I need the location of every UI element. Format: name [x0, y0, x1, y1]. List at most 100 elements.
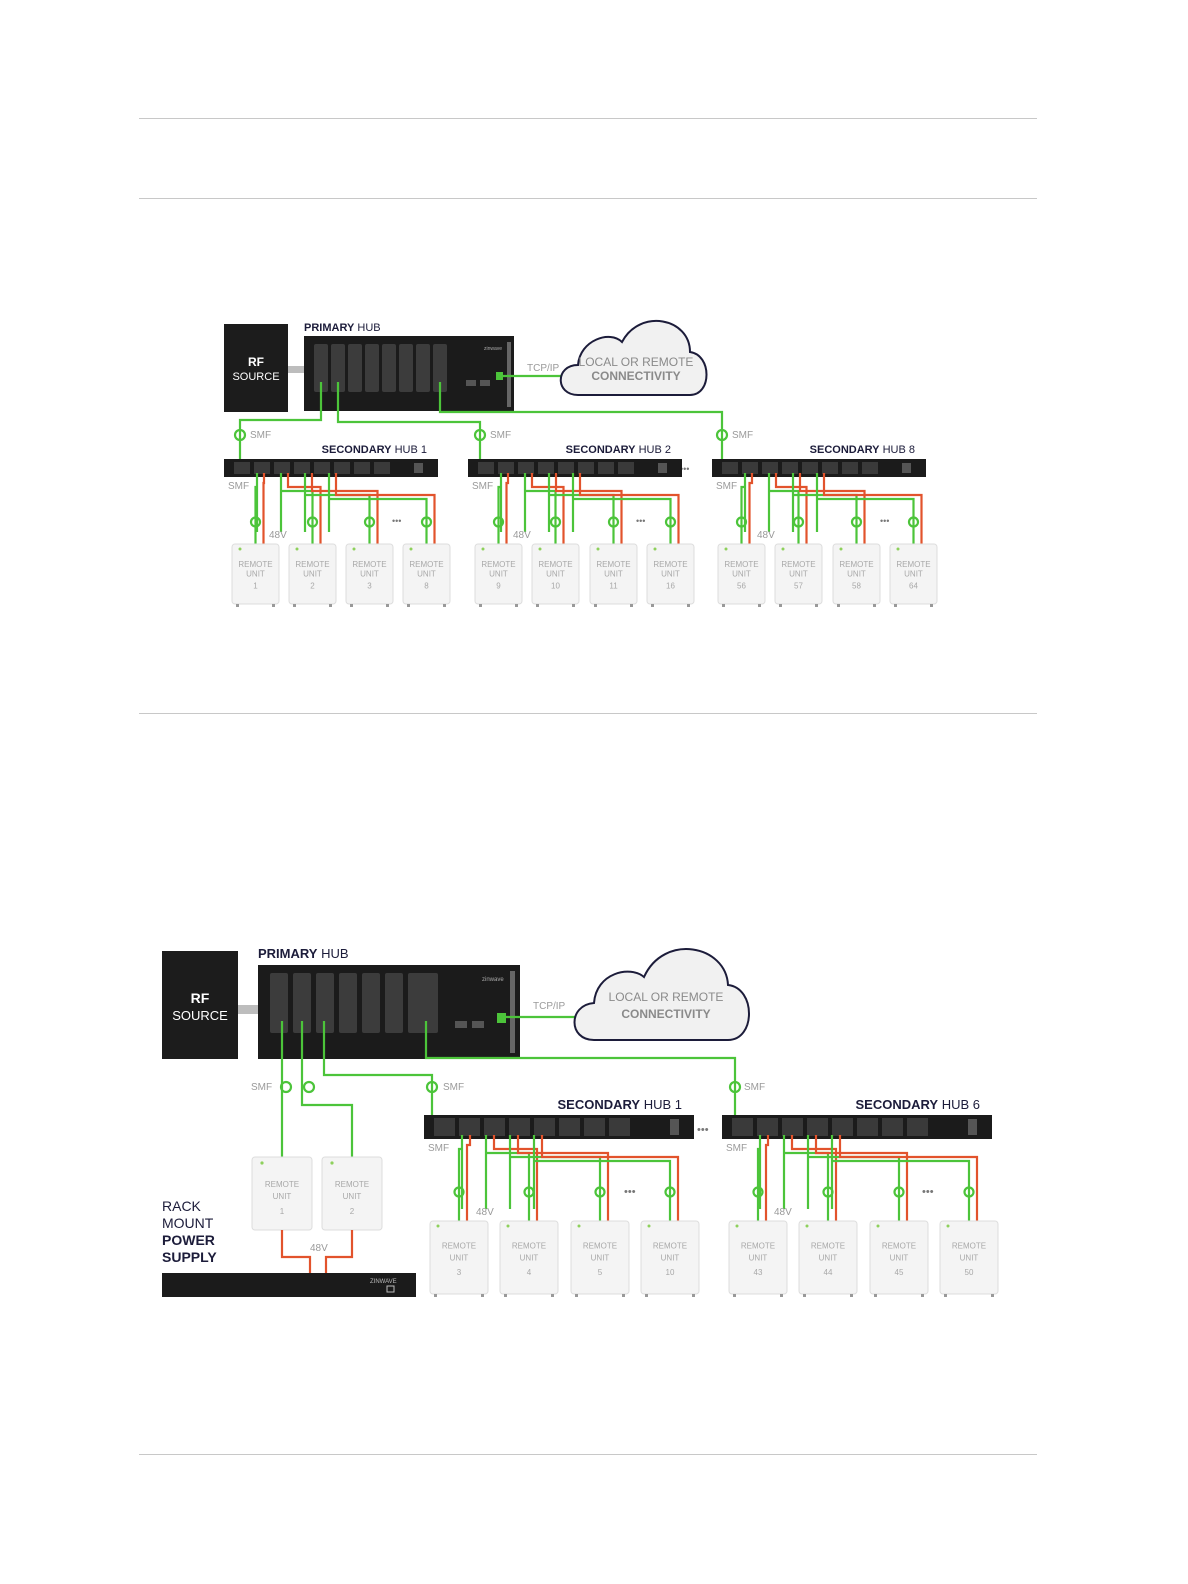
remote-unit-label: UNIT [904, 569, 923, 578]
smf-coil [664, 516, 677, 528]
hub-port [757, 1118, 778, 1136]
power-to-remote [262, 473, 266, 544]
fiber-to-remote [303, 473, 371, 544]
fiber-to-remote [767, 473, 800, 544]
hub-port [434, 1118, 455, 1136]
hub-smf-label: SMF [472, 481, 493, 492]
rule-middle [139, 713, 1037, 714]
hub-port [802, 462, 818, 474]
remote-unit-label: REMOTE [653, 1242, 687, 1251]
diagram-1-topology: RF SOURCE PRIMARY HUB zinwave TCP/IP LOC… [224, 319, 938, 607]
rack-port [386, 1285, 395, 1293]
rf-source-box [162, 951, 238, 1059]
hub-port [518, 462, 534, 474]
fiber-to-secondary-8 [438, 382, 724, 464]
smf-coil [893, 1186, 905, 1198]
rf-source-line1: RF [248, 355, 264, 369]
remote-unit-number: 16 [666, 581, 675, 590]
smf-label: SMF [250, 430, 271, 441]
fiber-to-remote [327, 473, 428, 544]
remote-unit-label: REMOTE [265, 1180, 299, 1189]
remote-unit-number: 1 [280, 1207, 285, 1216]
fiber-to-remote [508, 1135, 602, 1221]
remote-unit-label: REMOTE [335, 1180, 369, 1189]
power-to-remote [838, 1135, 979, 1221]
fiber-to-secondary-1 [238, 382, 323, 464]
rack-label: RACK MOUNT POWER SUPPLY [162, 1198, 219, 1265]
remote-unit-label: UNIT [360, 569, 379, 578]
primary-hub-brand: zinwave [482, 977, 504, 983]
remote-unit-label: REMOTE [724, 560, 758, 569]
power-to-remote [540, 1135, 680, 1221]
smf-coil [302, 1080, 316, 1094]
ellipsis: ••• [624, 1186, 636, 1198]
remote-unit-label: UNIT [303, 569, 322, 578]
cloud-line1: LOCAL OR REMOTE [609, 990, 724, 1004]
remote-unit-label: REMOTE [741, 1242, 775, 1251]
hub-smf-label: SMF [716, 481, 737, 492]
remote-unit-label: UNIT [273, 1192, 292, 1201]
remote-unit-label: UNIT [661, 569, 680, 578]
fiber-to-remote [571, 473, 672, 544]
rack-brand: ZINWAVE [370, 1279, 397, 1285]
fiber-to-secondary-2 [336, 382, 482, 464]
hub-smf-label: SMF [228, 481, 249, 492]
primary-hub-cards [314, 342, 511, 407]
power-to-remote [492, 1135, 539, 1221]
smf-coil [907, 516, 920, 528]
hub-port [234, 462, 250, 474]
power-to-remote [764, 1135, 770, 1221]
remote-unit-label: UNIT [489, 569, 508, 578]
hub-port [558, 462, 574, 474]
rf-connector [238, 1005, 260, 1014]
remote-unit-label: UNIT [343, 1192, 362, 1201]
remote-unit-label: REMOTE [481, 560, 515, 569]
primary-hub-brand: zinwave [484, 346, 502, 352]
remote-unit-label: REMOTE [238, 560, 272, 569]
fiber-to-secondary-6 [424, 1021, 737, 1120]
power-to-remote [530, 473, 565, 544]
hub-port [832, 1118, 853, 1136]
cloud-shape [559, 319, 708, 396]
hub-port [498, 462, 514, 474]
smf-label: SMF [443, 1082, 464, 1093]
v48-label: 48V [774, 1207, 792, 1218]
hub-port [857, 1118, 878, 1136]
remote-unit-label: UNIT [520, 1253, 539, 1262]
hub-port [538, 462, 554, 474]
rule-header-bottom [139, 198, 1037, 199]
hub-port [484, 1118, 505, 1136]
ellipsis: ••• [922, 1186, 934, 1198]
remote-unit-label: REMOTE [352, 560, 386, 569]
smf-coil [279, 1080, 293, 1094]
smf-coil [664, 1186, 676, 1198]
fiber-to-remote [815, 473, 915, 544]
hub-port [882, 1118, 903, 1136]
smf-coil [233, 428, 247, 442]
fiber-to-remote [791, 473, 858, 544]
secondary-hub-group: SECONDARY HUB 2SMFREMOTEUNIT9REMOTEUNIT1… [468, 444, 695, 607]
hub-port [762, 462, 778, 474]
hub-smf-label: SMF [726, 1143, 747, 1154]
cloud-line2: CONNECTIVITY [621, 1007, 710, 1021]
fiber-to-remote [532, 1135, 672, 1221]
smf-label: SMF [251, 1082, 272, 1093]
remote-unit-number: 2 [310, 581, 315, 590]
hub-port [559, 1118, 580, 1136]
hub-port [618, 462, 634, 474]
smf-coil [850, 516, 863, 528]
smf-coil [752, 1186, 764, 1198]
remote-unit-label: UNIT [847, 569, 866, 578]
fiber-to-remote [497, 473, 503, 544]
power-to-remote [790, 1135, 838, 1221]
smf-coil [594, 1186, 606, 1198]
remote-unit-label: UNIT [789, 569, 808, 578]
power-to-remote [310, 473, 379, 544]
